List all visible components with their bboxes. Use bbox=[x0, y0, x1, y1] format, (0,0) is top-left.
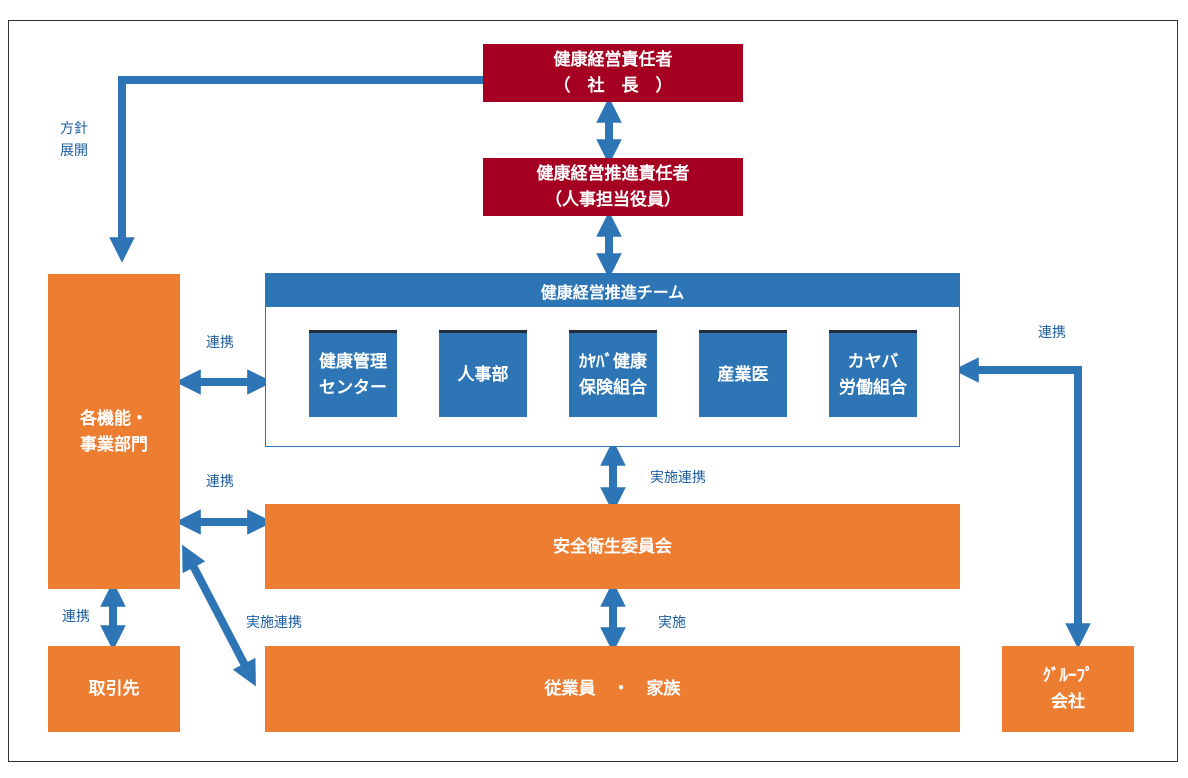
policy-arrow bbox=[109, 76, 483, 263]
diagram-frame bbox=[8, 20, 1178, 762]
team-member-label: 健康管理 bbox=[319, 352, 387, 372]
dept-employees-arrow bbox=[182, 544, 256, 687]
impl-label: 実施 bbox=[658, 615, 686, 631]
impl-coop-team-label: 実施連携 bbox=[650, 470, 706, 486]
employees-label: 従業員 ・ 家族 bbox=[544, 679, 681, 699]
team-member-label: 労働組合 bbox=[839, 378, 907, 398]
policy-label-line: 方針 bbox=[60, 121, 88, 137]
coop-partners-label: 連携 bbox=[62, 609, 90, 625]
departments-box: 各機能・ 事業部門 bbox=[48, 274, 180, 589]
team-group-arrow bbox=[953, 357, 1091, 649]
safety-committee-label: 安全衛生委員会 bbox=[553, 536, 672, 557]
team-member-label: ｶﾔﾊﾞ健康 bbox=[579, 352, 647, 372]
promotion-team-title: 健康経営推進チーム bbox=[266, 274, 959, 307]
departments-label: 各機能・ bbox=[80, 408, 148, 429]
team-member-occupational-physician: 産業医 bbox=[699, 330, 787, 417]
impl-coop-dept-label: 実施連携 bbox=[246, 615, 302, 631]
team-member-label: 産業医 bbox=[717, 365, 769, 385]
policy-label: 方針 展開 bbox=[60, 118, 88, 162]
team-member-label: カヤバ bbox=[847, 352, 899, 372]
ceo-title: 健康経営責任者 bbox=[553, 50, 673, 70]
partners-box: 取引先 bbox=[48, 646, 180, 732]
safety-committee-box: 安全衛生委員会 bbox=[265, 504, 960, 589]
group-companies-label: 会社 bbox=[1051, 692, 1085, 712]
departments-label: 事業部門 bbox=[80, 434, 148, 455]
promotion-lead-title: 健康経営推進責任者 bbox=[536, 164, 690, 184]
coop-committee-label: 連携 bbox=[206, 474, 234, 490]
coop-group-label: 連携 bbox=[1038, 325, 1066, 341]
policy-label-line: 展開 bbox=[60, 143, 88, 159]
coop-team-label: 連携 bbox=[206, 335, 234, 351]
team-member-label: 人事部 bbox=[457, 365, 509, 385]
promotion-lead-box: 健康経営推進責任者 （人事担当役員） bbox=[483, 158, 743, 216]
group-companies-box: ｸﾞﾙｰﾌﾟ 会社 bbox=[1002, 646, 1134, 732]
promotion-lead-role: （人事担当役員） bbox=[545, 190, 681, 210]
ceo-box: 健康経営責任者 （ 社 長 ） bbox=[483, 44, 743, 102]
team-member-health-insurance: ｶﾔﾊﾞ健康 保険組合 bbox=[569, 330, 657, 417]
team-member-label: 保険組合 bbox=[579, 378, 647, 398]
team-member-hr: 人事部 bbox=[439, 330, 527, 417]
employees-box: 従業員 ・ 家族 bbox=[265, 646, 960, 732]
team-member-label: センター bbox=[319, 378, 387, 398]
partners-label: 取引先 bbox=[88, 679, 140, 699]
group-companies-label: ｸﾞﾙｰﾌﾟ bbox=[1042, 666, 1094, 686]
ceo-role: （ 社 長 ） bbox=[553, 76, 673, 96]
team-member-health-center: 健康管理 センター bbox=[309, 330, 397, 417]
team-member-labor-union: カヤバ 労働組合 bbox=[829, 330, 917, 417]
